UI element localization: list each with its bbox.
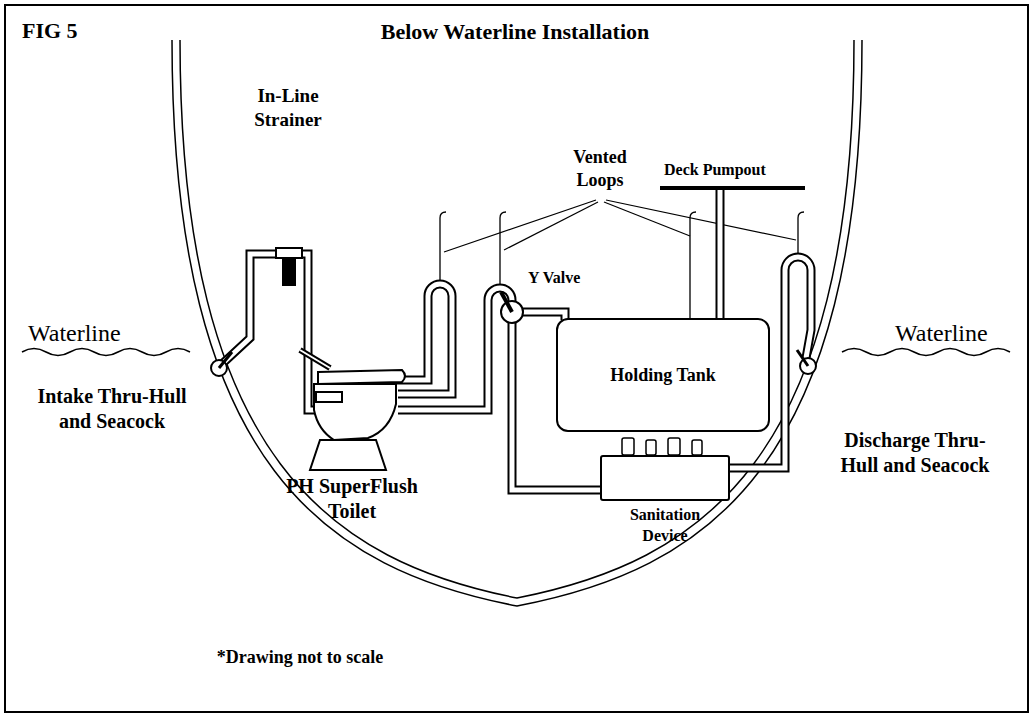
callout-label: PH SuperFlush Toilet	[277, 474, 427, 524]
waterline-label: Waterline	[28, 318, 121, 348]
figure-number: FIG 5	[22, 17, 78, 45]
toilet-pedestal	[310, 440, 386, 470]
callout-label: Intake Thru-Hull and Seacock	[37, 384, 187, 434]
leader-line	[444, 200, 596, 252]
callout-label: Y Valve	[528, 268, 580, 288]
callout-label: Deck Pumpout	[664, 160, 766, 180]
vent-line	[440, 212, 446, 283]
callout-label: Vented Loops	[550, 146, 650, 191]
waterline-label: Waterline	[895, 318, 988, 348]
leader-lines	[444, 200, 796, 252]
leader-line	[504, 202, 598, 250]
waterline-right	[842, 349, 1010, 356]
leader-line	[604, 202, 690, 236]
hull-inner	[180, 40, 854, 598]
leader-line	[606, 200, 796, 240]
toilet-seat	[318, 370, 405, 384]
hose-core	[222, 190, 811, 490]
strainer-bowl	[282, 258, 296, 286]
seacock-handle	[797, 350, 808, 366]
deck-pumpout-fitting	[660, 187, 805, 189]
in-line-strainer	[276, 248, 302, 286]
toilet-bowl	[314, 384, 396, 440]
device-fitting	[692, 440, 702, 455]
hull	[172, 40, 862, 606]
vent-line	[690, 212, 696, 318]
vent-lines	[440, 212, 804, 318]
device-fitting	[668, 438, 680, 455]
note: *Drawing not to scale	[217, 646, 383, 669]
diagram-title: Below Waterline Installation	[381, 18, 650, 46]
node-text: Holding Tank	[610, 365, 716, 386]
seacock-handle	[219, 352, 232, 368]
device-fitting	[622, 438, 634, 455]
y-valve-handle	[501, 292, 512, 312]
holding-tank: Holding Tank	[556, 318, 770, 432]
hoses-outer	[222, 190, 811, 490]
callout-label: In-Line Strainer	[232, 84, 344, 132]
device-fitting	[646, 440, 656, 455]
frame	[5, 5, 1028, 712]
callout-label: Discharge Thru- Hull and Seacock	[829, 428, 1001, 478]
toilet-pump	[316, 392, 342, 402]
deck-plate	[660, 186, 805, 190]
toilet	[300, 350, 405, 470]
strainer-cap	[276, 248, 302, 258]
y-valve	[501, 292, 523, 323]
node-caption: Sanitation Device	[610, 505, 720, 547]
pump-handle-core	[300, 350, 330, 368]
hull-outer	[172, 40, 862, 606]
waterline-left	[22, 349, 190, 356]
hoses-inner	[222, 190, 811, 490]
device-fittings	[622, 438, 702, 455]
vent-line	[798, 212, 804, 257]
pump-handle	[300, 350, 330, 368]
sanitation-device: Sanitation Device	[600, 455, 730, 501]
